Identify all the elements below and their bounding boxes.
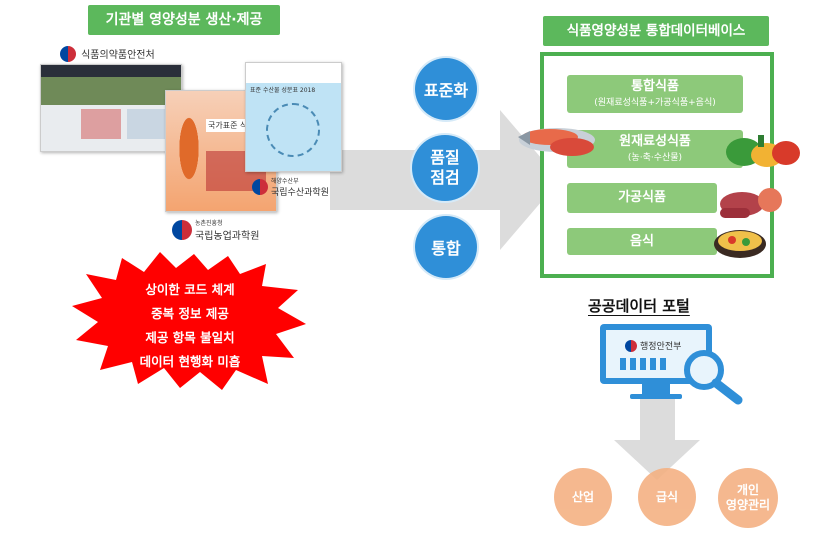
step-standardize: 표준화 — [415, 58, 477, 120]
mfds-logo: 식품의약품안전처 — [60, 46, 155, 66]
mfds-website-screenshot — [40, 64, 182, 152]
problem-item: 중복 정보 제공 — [151, 306, 229, 321]
db-item-raw-food: 원재료성식품 (농·축·수산물) — [567, 130, 743, 168]
mof-ministry: 해양수산부 — [271, 178, 299, 185]
use-catering: 급식 — [638, 468, 696, 526]
fish-book-title: 표준 수산물 성분표 2018 — [250, 87, 316, 94]
vegetables-image — [726, 135, 800, 167]
problem-item: 제공 항목 불일치 — [145, 330, 235, 345]
step-quality-check: 품질 점검 — [412, 135, 478, 201]
government-emblem-icon — [252, 179, 268, 195]
step-integrate: 통합 — [415, 216, 477, 278]
mfds-name: 식품의약품안전처 — [81, 50, 155, 61]
db-item-integrated-food: 통합식품 (원재료성식품+가공식품+음식) — [567, 75, 743, 113]
mof-logo: 해양수산부 국립수산과학원 — [252, 176, 329, 198]
db-item-title: 원재료성식품 — [619, 134, 691, 149]
problem-item: 상이한 코드 체계 — [145, 282, 235, 297]
rda-logo: 농촌진흥청 국립농업과학원 — [172, 218, 259, 242]
db-item-subtitle: (농·축·수산물) — [627, 153, 683, 163]
db-item-title: 통합식품 — [631, 79, 679, 94]
mois-logo: 행정안전부 — [625, 339, 681, 352]
magnifier-icon — [684, 350, 743, 405]
problem-list: 상이한 코드 체계 중복 정보 제공 제공 항목 불일치 데이터 현행화 미흡 — [120, 278, 260, 374]
use-personal-nutrition: 개인 영양관리 — [718, 468, 778, 528]
left-section-title: 기관별 영양성분 생산·제공 — [88, 5, 280, 35]
right-section-title: 식품영양성분 통합데이터베이스 — [543, 16, 769, 46]
mois-name: 행정안전부 — [640, 342, 682, 352]
problem-starburst — [72, 252, 306, 390]
db-item-subtitle: (원재료성식품+가공식품+음식) — [594, 98, 716, 108]
db-item-processed-food: 가공식품 — [567, 183, 717, 213]
rda-institute: 국립농업과학원 — [195, 231, 260, 242]
use-industry: 산업 — [554, 468, 612, 526]
portal-title: 공공데이터 포털 — [588, 297, 690, 315]
portal-down-arrow — [614, 395, 700, 480]
problem-item: 데이터 현행화 미흡 — [139, 354, 241, 369]
government-emblem-icon — [625, 339, 637, 352]
db-item-dishes: 음식 — [567, 228, 717, 255]
seafood-image — [518, 128, 595, 156]
processed-food-image — [720, 188, 782, 218]
government-emblem-icon — [172, 220, 192, 240]
rda-agency: 농촌진흥청 — [195, 220, 223, 227]
fish-composition-book: 표준 수산물 성분표 2018 — [245, 62, 342, 172]
government-emblem-icon — [60, 46, 76, 62]
mof-institute: 국립수산과학원 — [271, 188, 329, 198]
bibimbap-image — [714, 230, 766, 258]
